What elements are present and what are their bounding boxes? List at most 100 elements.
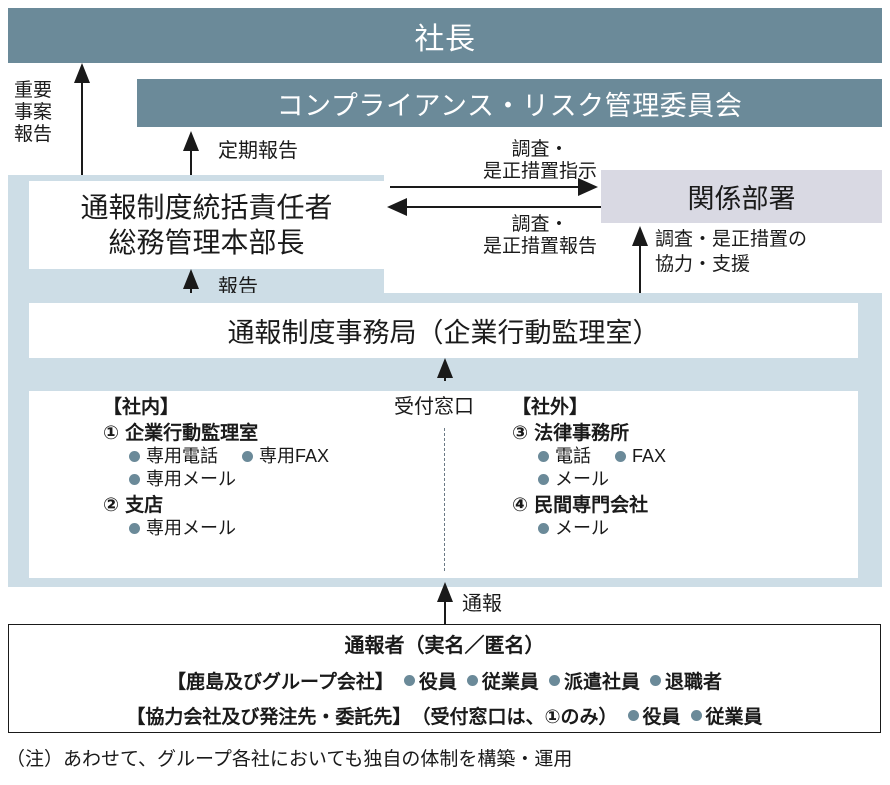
external-contacts: 【社外】 ③ 法律事務所 電話 FAX メール ④ 民間専門会社 メール [512, 398, 666, 542]
contact-point-arrow-head [437, 358, 453, 378]
internal-item-1-channels-row-2: 専用メール [129, 470, 329, 488]
office-box: 通報制度事務局（企業行動監理室） [29, 303, 858, 358]
related-dept-box: 関係部署 [601, 170, 882, 223]
bullet-dot-icon [242, 450, 253, 462]
external-item-3-number: ③ [512, 423, 529, 444]
bullet-dot-icon [538, 522, 549, 534]
important-report-line3: 報告 [13, 123, 52, 145]
reporter-row-2-person: 役員 [642, 706, 681, 728]
bullet-dot-icon [538, 450, 549, 462]
external-item-3-channels-row-2: メール [538, 470, 666, 488]
external-item-3: ③ 法律事務所 [512, 424, 666, 443]
bullet-dot-icon [649, 674, 661, 686]
reporter-row-1-person: 退職者 [664, 671, 722, 693]
bullet-dot-icon [690, 709, 702, 721]
internal-item-2-number: ② [103, 495, 120, 516]
external-channel-label: 電話 [555, 446, 591, 466]
external-channel-label: メール [555, 518, 609, 538]
internal-channel-label: 専用メール [146, 469, 236, 489]
internal-channel-label: 専用電話 [146, 446, 218, 466]
cooperation-arrow-head [632, 226, 648, 246]
periodic-report-label: 定期報告 [218, 140, 298, 162]
internal-item-2: ② 支店 [103, 496, 329, 515]
external-heading: 【社外】 [512, 397, 589, 418]
internal-channel-label: 専用メール [146, 518, 236, 538]
report-arrow-head [183, 269, 199, 289]
investigate-report-label: 調査・ 是正措置報告 [440, 214, 640, 259]
important-report-line2: 事案 [13, 101, 52, 123]
investigate-order-label: 調査・ 是正措置指示 [440, 139, 640, 184]
reporter-row-2-paren: （受付窓口は、①のみ） [411, 706, 618, 728]
committee-bar: コンプライアンス・リスク管理委員会 [137, 79, 882, 127]
internal-item-1-channels-row-1: 専用電話 専用FAX [129, 447, 329, 465]
internal-heading: 【社内】 [103, 397, 180, 418]
bullet-dot-icon [548, 674, 560, 686]
contact-point-label: 受付窓口 [394, 396, 474, 418]
investigate-order-line2: 是正措置指示 [482, 161, 597, 183]
internal-channel-label: 専用FAX [259, 446, 330, 466]
president-bar-label: 社長 [414, 22, 476, 56]
cooperation-line1: 調査・是正措置の [655, 229, 808, 250]
reporter-row-2-person: 従業員 [705, 706, 763, 728]
contact-point-divider [444, 428, 445, 571]
external-channel-label: メール [555, 469, 609, 489]
external-item-4-channels-row-1: メール [538, 519, 666, 537]
investigate-order-arrow-line [390, 186, 582, 188]
investigate-order-arrow-head [578, 178, 598, 196]
reporter-row-1-scope: 【鹿島及びグループ会社】 [167, 671, 394, 693]
periodic-report-arrow-line [190, 150, 192, 182]
office-box-label: 通報制度事務局（企業行動監理室） [227, 318, 660, 348]
bullet-dot-icon [466, 674, 478, 686]
internal-item-1: ① 企業行動監理室 [103, 424, 329, 443]
reporter-row-1-person: 従業員 [481, 671, 539, 693]
reporter-row-2: 【協力会社及び発注先・委託先】 （受付窓口は、①のみ） 役員 従業員 [126, 702, 762, 729]
bullet-dot-icon [538, 473, 549, 485]
important-report-arrow-head [74, 63, 90, 83]
internal-item-1-name: 企業行動監理室 [125, 423, 259, 444]
periodic-report-arrow-head [183, 131, 199, 151]
reporter-title: 通報者（実名／匿名） [344, 634, 545, 657]
external-item-3-name: 法律事務所 [534, 423, 630, 444]
report-label: 報告 [218, 276, 258, 298]
internal-item-1-number: ① [103, 423, 120, 444]
chief-box: 通報制度統括責任者 総務管理本部長 [29, 181, 384, 269]
bullet-dot-icon [129, 522, 140, 534]
investigate-report-arrow-line [405, 206, 601, 208]
important-report-line1: 重要 [13, 80, 52, 101]
investigate-report-line1: 調査・ [511, 214, 569, 235]
chief-box-line1: 通報制度統括責任者 [80, 192, 333, 223]
internal-item-2-channels-row-1: 専用メール [129, 519, 329, 537]
president-bar: 社長 [8, 8, 882, 63]
reporter-row-2-scope: 【協力会社及び発注先・委託先】 [126, 706, 412, 728]
whistleblow-arrow-line [444, 601, 446, 624]
investigate-report-line2: 是正措置報告 [482, 236, 597, 258]
bullet-dot-icon [129, 450, 140, 462]
external-item-4-number: ④ [512, 495, 529, 516]
bullet-dot-icon [615, 450, 626, 462]
related-dept-label: 関係部署 [687, 184, 796, 214]
reporter-row-1-person: 役員 [418, 671, 457, 693]
footnote: （注）あわせて、グループ各社においても独自の体制を構築・運用 [6, 749, 573, 770]
external-item-4: ④ 民間専門会社 [512, 496, 666, 515]
contact-points-box [29, 391, 858, 578]
cooperation-arrow-line [639, 245, 641, 303]
internal-contacts: 【社内】 ① 企業行動監理室 専用電話 専用FAX 専用メール ② 支店 専用メ… [103, 398, 329, 542]
cooperation-label: 調査・是正措置の 協力・支援 [655, 228, 807, 277]
reporter-row-1: 【鹿島及びグループ会社】 役員 従業員 派遣社員 退職者 [167, 667, 722, 694]
cooperation-line2: 協力・支援 [655, 253, 751, 275]
bullet-dot-icon [627, 709, 639, 721]
whistleblow-arrow-head [437, 582, 453, 602]
committee-bar-label: コンプライアンス・リスク管理委員会 [276, 90, 743, 121]
external-item-4-name: 民間専門会社 [534, 495, 649, 516]
important-report-arrow-line [81, 82, 83, 196]
external-channel-label: FAX [632, 446, 667, 466]
whistleblow-label: 通報 [462, 593, 502, 615]
bullet-dot-icon [403, 674, 415, 686]
reporter-box: 通報者（実名／匿名） 【鹿島及びグループ会社】 役員 従業員 派遣社員 退職者 … [8, 624, 881, 733]
investigate-report-arrow-head [387, 198, 407, 216]
bullet-dot-icon [129, 473, 140, 485]
external-item-3-channels-row-1: 電話 FAX [538, 447, 666, 465]
reporter-row-1-person: 派遣社員 [563, 671, 640, 693]
important-report-label: 重要 事案 報告 [10, 80, 56, 146]
